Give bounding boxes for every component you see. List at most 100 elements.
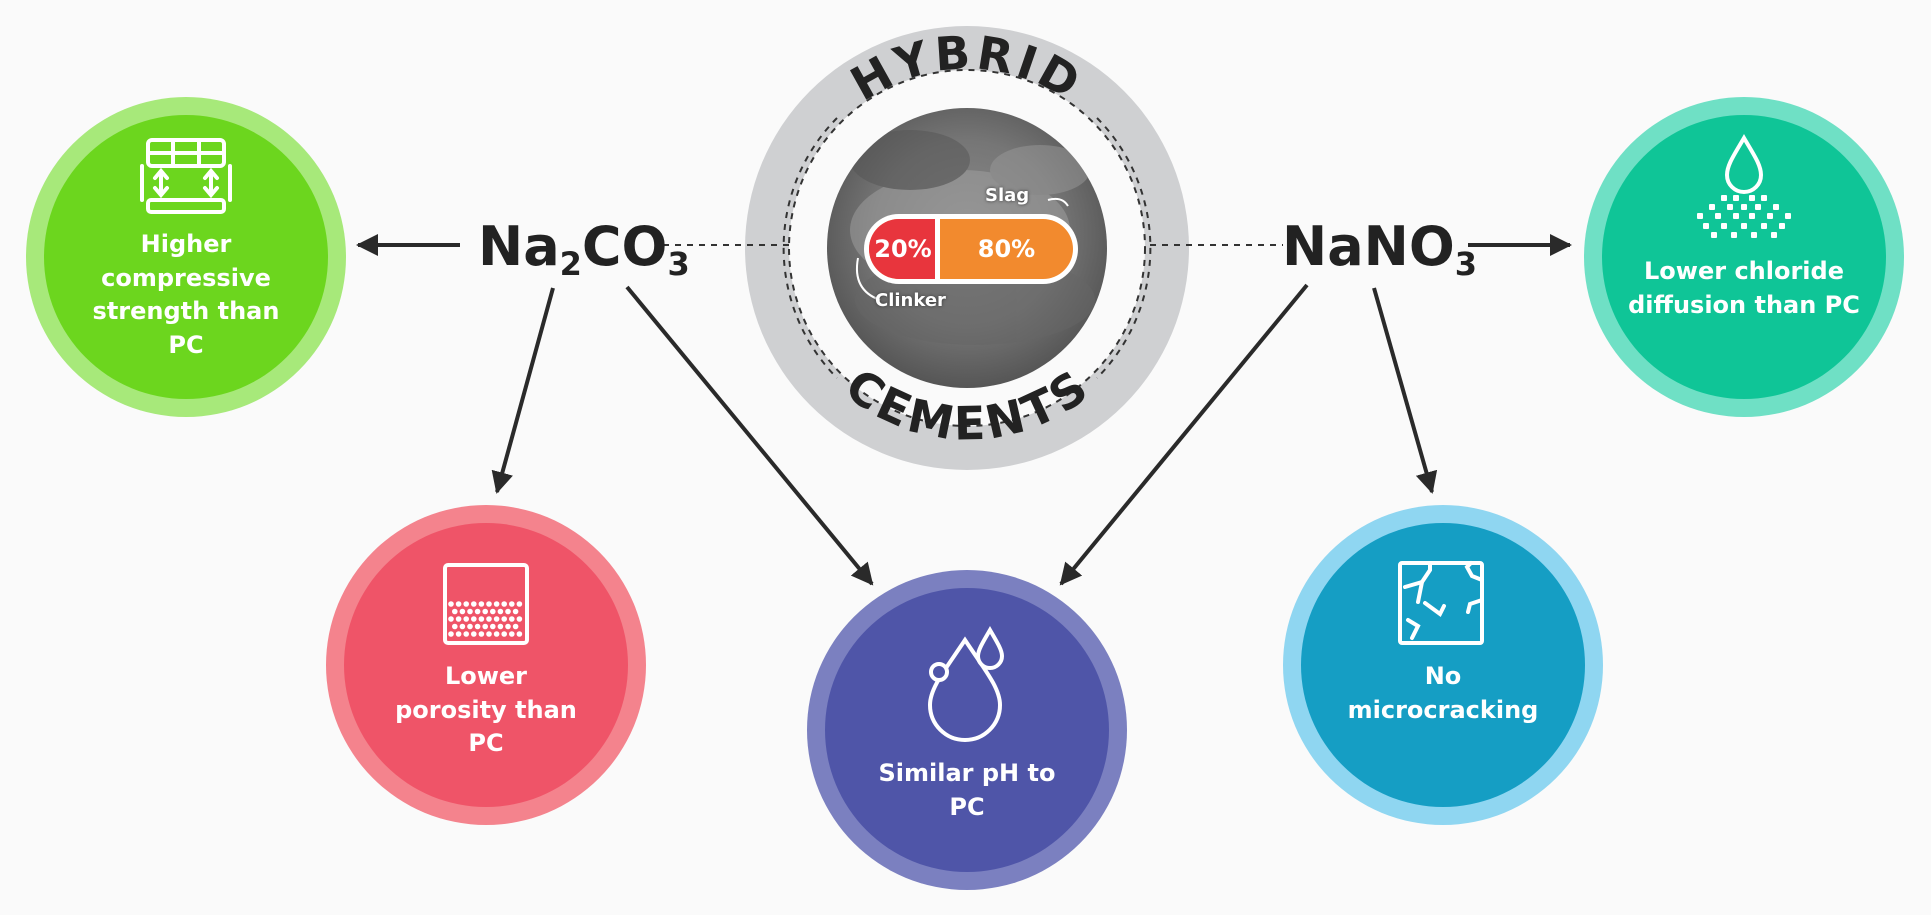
circle-porosity <box>326 505 646 825</box>
pore-dot <box>455 616 462 622</box>
spray-dot <box>1749 195 1755 201</box>
spray-dot <box>1767 213 1773 219</box>
clinker-label: Clinker <box>875 290 946 311</box>
spray-dot <box>1751 232 1757 238</box>
spray-dot <box>1741 223 1747 229</box>
pore-dot <box>497 608 504 615</box>
pore-dot <box>452 623 458 630</box>
pore-dot <box>459 623 466 630</box>
pore-dot <box>471 631 477 637</box>
pore-dot <box>505 608 511 615</box>
outcome-microcracking-label: No microcracking <box>1347 662 1539 724</box>
pore-dot <box>486 601 492 607</box>
spray-dot <box>1733 213 1739 219</box>
slag-label: Slag <box>985 185 1030 206</box>
pore-dot <box>448 616 454 622</box>
pore-dot <box>509 616 515 622</box>
pore-dot <box>471 616 477 622</box>
pore-dot <box>516 601 523 607</box>
pore-dot <box>452 608 458 615</box>
spray-dot <box>1755 204 1761 210</box>
spray-dot <box>1771 232 1777 238</box>
pore-dot <box>493 601 500 607</box>
pore-dot <box>455 631 462 637</box>
reagent-nano3: NaNO3 <box>1282 220 1477 283</box>
pore-dot <box>501 601 508 607</box>
pore-dot <box>482 608 489 615</box>
pore-dot <box>463 631 470 637</box>
pore-dot <box>448 601 454 607</box>
pore-dot <box>486 616 492 622</box>
clinker-segment <box>869 219 937 279</box>
pore-dot <box>455 601 462 607</box>
spray-dot <box>1749 213 1755 219</box>
pore-dot <box>509 631 515 637</box>
nano3-sub-3: 3 <box>1454 245 1477 283</box>
na2co3-sub-3: 3 <box>667 245 690 283</box>
arrow-left-to-ph <box>625 285 874 586</box>
spray-dot <box>1731 232 1737 238</box>
slag-callout <box>1047 197 1069 207</box>
clinker-percent: 20% <box>874 235 932 263</box>
droplet-spray-icon <box>1697 134 1791 238</box>
spray-dot <box>1761 195 1767 201</box>
pore-dot <box>505 623 511 630</box>
circle-chloride <box>1584 97 1904 417</box>
pore-dot <box>467 623 473 630</box>
pore-dot <box>512 608 519 615</box>
pore-dot <box>463 616 470 622</box>
hybrid-cements-badge: HYBRID CEMENTS <box>745 25 1189 470</box>
arrow-right-to-ph <box>1059 283 1309 586</box>
spray-dot <box>1773 204 1779 210</box>
pore-dot <box>471 601 477 607</box>
pore-dot <box>490 623 496 630</box>
porous-container-icon <box>443 563 529 645</box>
pore-dot <box>482 623 489 630</box>
circle-microcracking <box>1283 505 1603 825</box>
clinker-callout <box>856 257 881 301</box>
pore-dot <box>516 616 523 622</box>
outcome-ph-label: Similar pH to PC <box>878 759 1056 821</box>
dashed-ring-left <box>788 69 1146 427</box>
pore-dot <box>509 601 515 607</box>
pore-dot <box>478 616 485 622</box>
na2co3-co: CO <box>581 215 668 278</box>
na2co3-na: Na <box>478 215 560 278</box>
pore-dot <box>459 608 466 615</box>
capsule-divider <box>935 214 940 284</box>
spray-dot <box>1703 223 1709 229</box>
pore-dot <box>516 631 523 637</box>
pore-dot <box>474 623 481 630</box>
spray-dot <box>1709 204 1715 210</box>
pore-dot <box>478 601 485 607</box>
pore-dot <box>501 616 508 622</box>
nano3-base: NaNO <box>1282 215 1455 278</box>
compression-blocks-icon <box>140 138 232 214</box>
spray-dot <box>1721 223 1727 229</box>
na2co3-sub-2: 2 <box>559 245 582 283</box>
pore-dot <box>512 623 519 630</box>
slag-percent: 80% <box>977 235 1036 263</box>
pore-dot <box>501 631 508 637</box>
pore-dot <box>490 608 496 615</box>
spray-dot <box>1727 204 1733 210</box>
pore-dot <box>478 631 485 637</box>
pore-dot <box>493 631 500 637</box>
pore-dot <box>448 631 454 637</box>
spray-dot <box>1785 213 1791 219</box>
composition-capsule <box>864 214 1078 284</box>
spray-dot <box>1733 195 1739 201</box>
circle-ph <box>807 570 1127 890</box>
outcome-compressive-label: Higher compressive strength than PC <box>92 230 280 359</box>
spray-dot <box>1711 232 1717 238</box>
right-dashed-arc <box>1096 117 1152 379</box>
spray-dot <box>1779 223 1785 229</box>
spray-dot <box>1721 195 1727 201</box>
arrow-to-microcracking <box>1372 287 1438 494</box>
pore-dot <box>474 608 481 615</box>
outcome-chloride-label: Lower chloride diffusion than PC <box>1628 257 1860 319</box>
pore-dot <box>467 608 473 615</box>
ph-drop-icon <box>927 626 1005 742</box>
